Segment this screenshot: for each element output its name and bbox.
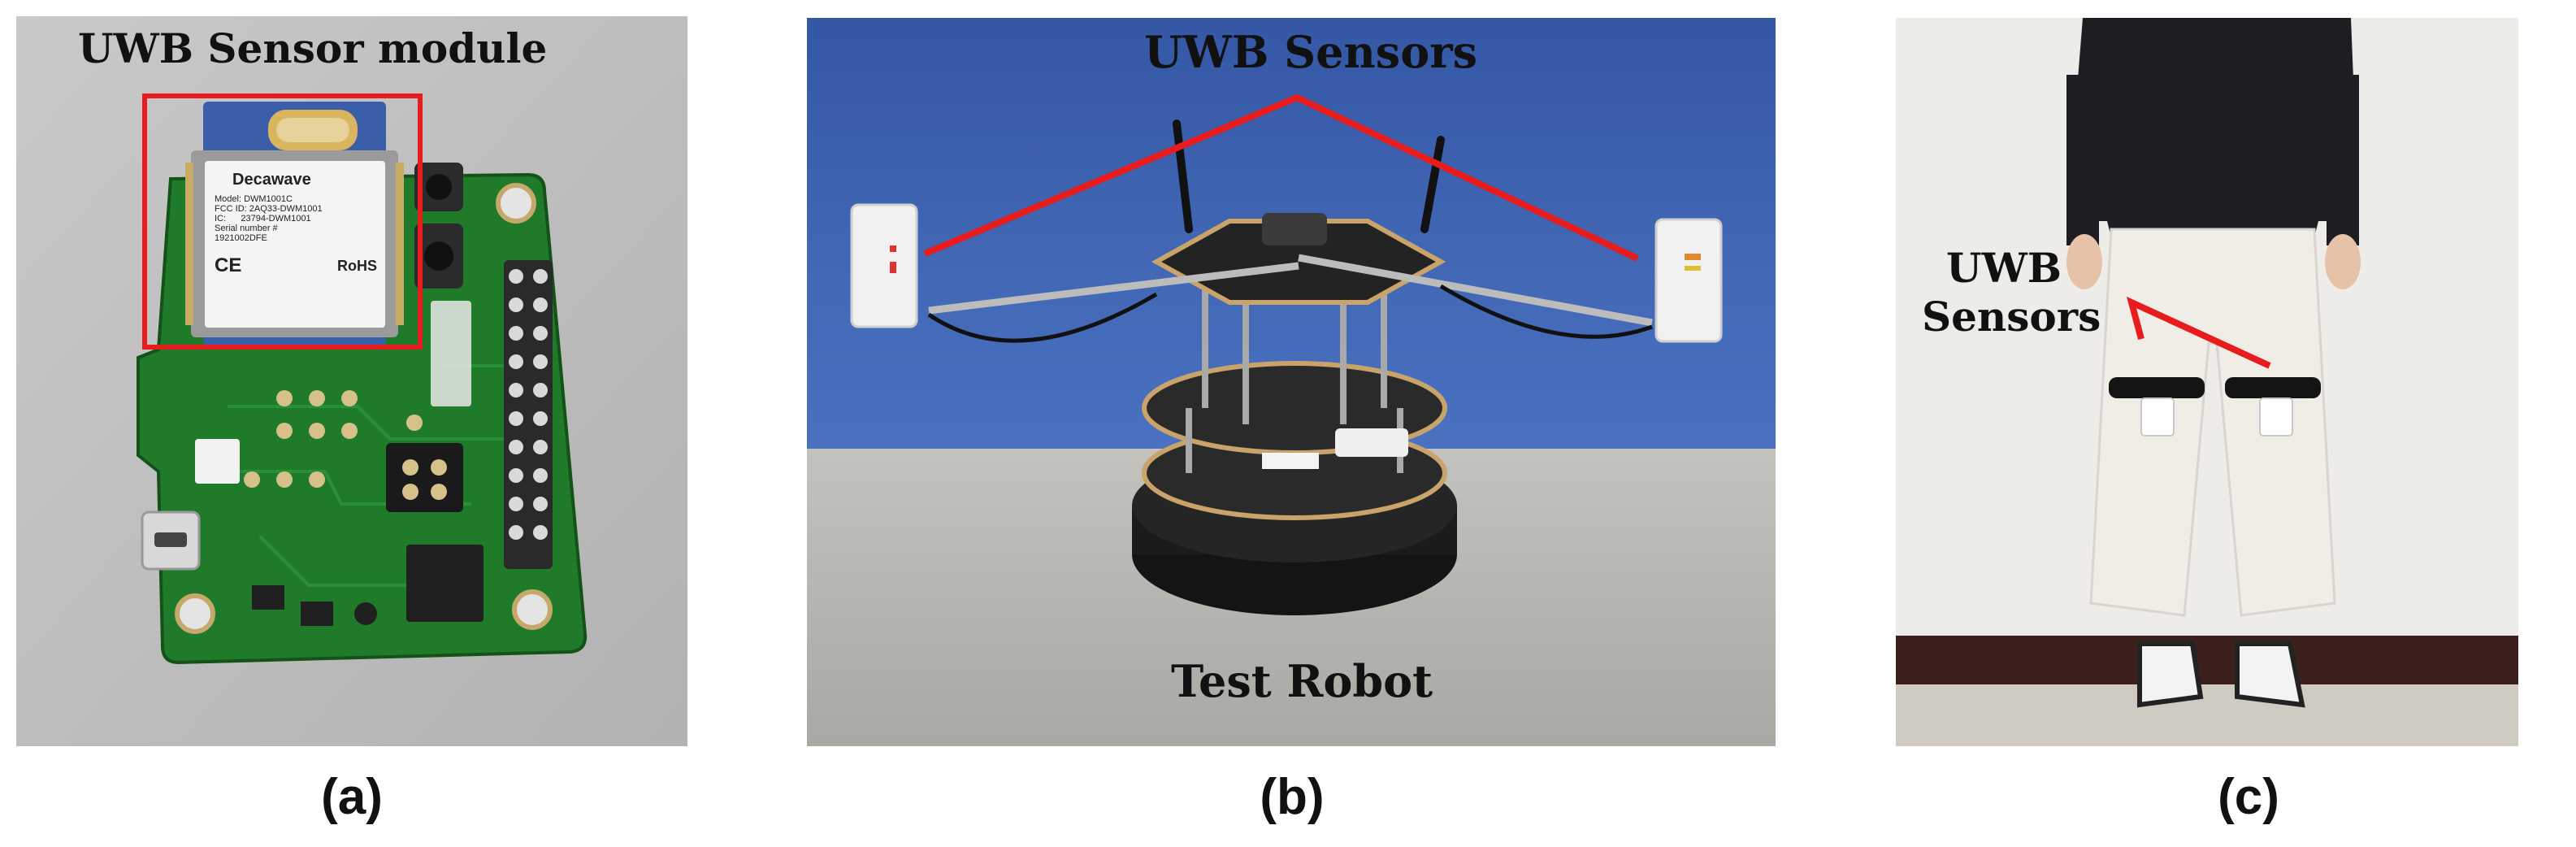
caption-b: (b) — [1260, 769, 1325, 825]
shoes — [2137, 641, 2305, 708]
chip-brand: Decawave — [232, 171, 311, 189]
pcb-photo — [16, 16, 687, 746]
mcu-chip — [406, 545, 484, 622]
robot-top-plate — [1151, 219, 1446, 305]
arm-right — [1298, 254, 1653, 327]
antenna-left — [1173, 119, 1193, 233]
uwb-sensor-right — [1654, 218, 1723, 343]
header-pins — [509, 269, 548, 540]
annotation-lines — [923, 93, 1639, 262]
knee-strap-right — [2225, 377, 2321, 398]
antenna-right — [1420, 136, 1445, 233]
caption-c: (c) — [2218, 769, 2279, 825]
ce-mark: CE — [215, 254, 242, 276]
module-shield-label — [205, 161, 385, 328]
knee-strap-left — [2109, 377, 2205, 398]
annotation-lines — [2126, 296, 2271, 369]
hoodie — [2066, 18, 2359, 237]
caption-a: (a) — [321, 769, 383, 825]
chip-line: 1921002DFE — [215, 233, 267, 243]
panel-c-label-line1: UWB — [1946, 244, 2062, 292]
robot-photo — [807, 18, 1776, 746]
rohs-mark: RoHS — [337, 257, 377, 274]
panel-b-photo: UWB Sensors Test Robot — [807, 18, 1776, 746]
panel-b-label-top: UWB Sensors — [1144, 26, 1478, 78]
uwb-sensor-left — [850, 203, 918, 328]
panel-c-label-line2: Sensors — [1922, 293, 2101, 341]
arm-left — [928, 262, 1299, 315]
panel-a-label: UWB Sensor module — [78, 24, 548, 72]
chip-line: Serial number # — [215, 224, 278, 233]
panel-a-photo: Decawave Model: DWM1001C FCC ID: 2AQ33-D… — [16, 16, 687, 746]
highlight-box — [142, 93, 423, 350]
panel-c-photo: UWB Sensors — [1896, 18, 2518, 746]
person-photo — [1896, 18, 2518, 746]
chip-line: IC: 23794-DWM1001 — [215, 214, 311, 224]
chip-line: FCC ID: 2AQ33-DWM1001 — [215, 204, 323, 214]
chip-line: Model: DWM1001C — [215, 194, 293, 204]
panel-b-label-bottom: Test Robot — [1171, 655, 1433, 707]
